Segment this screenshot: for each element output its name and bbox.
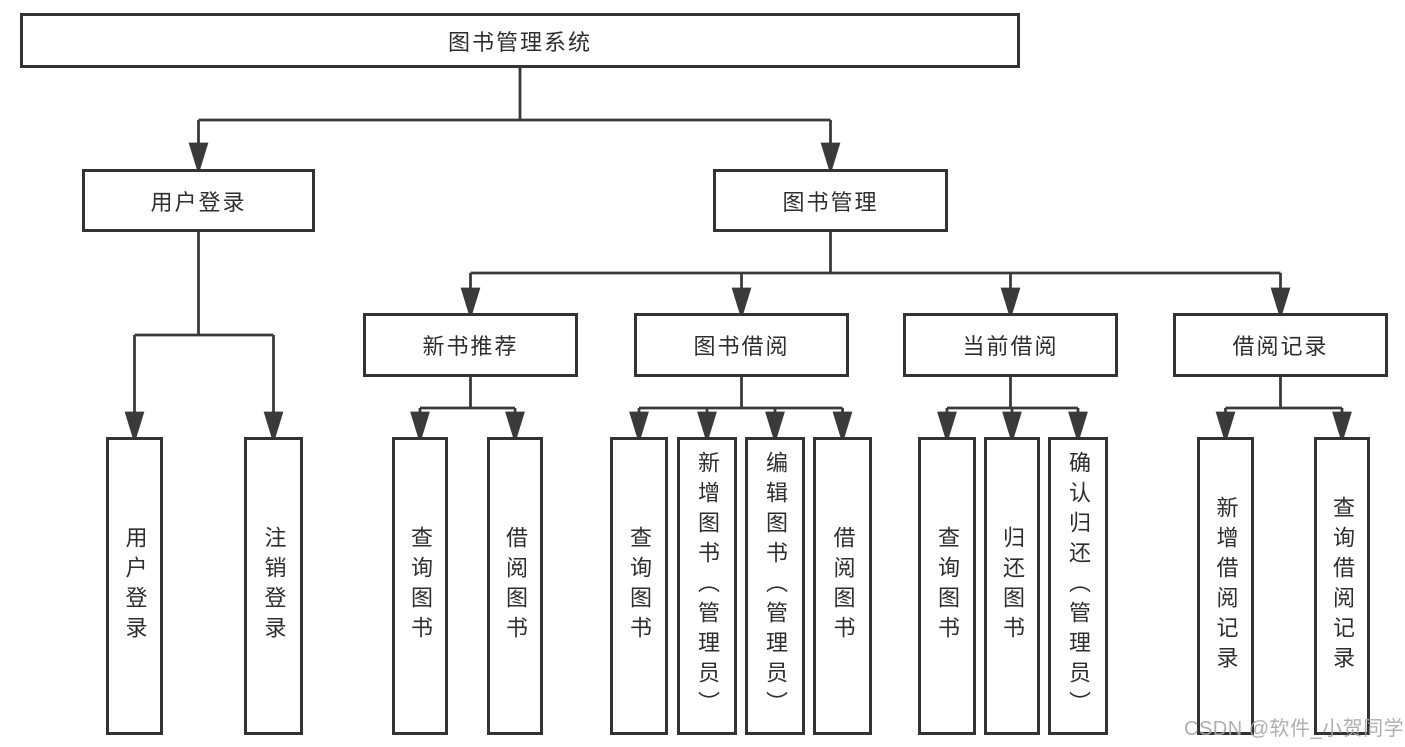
node-label: 注销登录 <box>261 526 287 646</box>
node-current-borrowing: 当前借阅 <box>903 313 1118 377</box>
node-user-login: 用户登录 <box>82 169 315 232</box>
arrowhead-icon <box>697 411 717 444</box>
arrowhead-icon <box>765 411 785 444</box>
node-label: 归还图书 <box>1000 526 1025 646</box>
node-label: 确认归还（管理员） <box>1066 451 1091 721</box>
node-borrowing-records: 借阅记录 <box>1173 313 1388 377</box>
node-label: 图书管理 <box>782 189 879 215</box>
node-leaf-logout: 注销登录 <box>244 437 303 735</box>
csdn-watermark: CSDN @软件_小贺同学 <box>1184 718 1405 740</box>
node-leaf-add-books-admin: 新增图书（管理员） <box>677 437 737 735</box>
node-label: 新书推荐 <box>422 334 519 359</box>
node-label: 编辑图书（管理员） <box>763 451 788 721</box>
arrowhead-icon <box>263 411 284 444</box>
arrowhead-icon <box>1270 287 1291 320</box>
arrowhead-icon <box>1000 287 1021 320</box>
node-label: 用户登录 <box>150 189 247 215</box>
node-leaf-query-books-3: 查询图书 <box>918 437 976 735</box>
connector-root-to-level2 <box>188 68 841 175</box>
node-label: 用户登录 <box>122 526 148 646</box>
arrowhead-icon <box>1332 411 1352 444</box>
connector-borrow-records-to-leaves <box>1215 377 1352 444</box>
arrowhead-icon <box>124 411 145 444</box>
node-leaf-query-books-2: 查询图书 <box>610 437 668 735</box>
connector-book-borrow-to-leaves <box>629 377 853 444</box>
node-leaf-user-login: 用户登录 <box>106 437 163 735</box>
connector-book-mgmt-to-level3 <box>460 232 1291 320</box>
node-leaf-query-borrow-record: 查询借阅记录 <box>1314 437 1370 735</box>
node-leaf-query-books-1: 查询图书 <box>392 437 448 735</box>
node-leaf-confirm-return-admin: 确认归还（管理员） <box>1048 437 1108 735</box>
arrowhead-icon <box>1068 411 1088 444</box>
node-leaf-borrow-books-2: 借阅图书 <box>813 437 872 735</box>
arrowhead-icon <box>820 142 841 175</box>
connector-user-login-to-leaves <box>124 232 284 444</box>
arrowhead-icon <box>1002 411 1022 444</box>
node-label: 查询图书 <box>408 526 433 646</box>
node-book-borrowing: 图书借阅 <box>634 313 849 377</box>
node-root-system: 图书管理系统 <box>20 13 1020 68</box>
node-label: 查询图书 <box>627 526 652 646</box>
arrowhead-icon <box>460 287 481 320</box>
node-label: 新增借阅记录 <box>1213 496 1239 676</box>
node-label: 借阅图书 <box>503 526 528 646</box>
arrowhead-icon <box>832 411 853 444</box>
connector-current-borrow-to-leaves <box>937 377 1088 444</box>
node-leaf-borrow-books-1: 借阅图书 <box>487 437 543 735</box>
node-leaf-edit-books-admin: 编辑图书（管理员） <box>745 437 805 735</box>
node-leaf-return-books: 归还图书 <box>984 437 1040 735</box>
node-label: 借阅图书 <box>830 526 856 646</box>
arrowhead-icon <box>1215 411 1236 444</box>
arrowhead-icon <box>410 411 430 444</box>
node-label: 查询图书 <box>935 526 960 646</box>
arrowhead-icon <box>505 411 525 444</box>
node-label: 借阅记录 <box>1232 334 1329 359</box>
node-label: 新增图书（管理员） <box>695 451 720 721</box>
arrowhead-icon <box>188 142 209 175</box>
connector-new-book-rec-to-leaves <box>410 377 525 444</box>
node-new-book-recommend: 新书推荐 <box>363 313 578 377</box>
node-label: 图书借阅 <box>693 334 790 359</box>
arrowhead-icon <box>629 411 649 444</box>
arrowhead-icon <box>937 411 957 444</box>
node-label: 查询借阅记录 <box>1330 496 1355 676</box>
node-label: 当前借阅 <box>962 334 1059 359</box>
arrowhead-icon <box>731 287 752 320</box>
node-leaf-add-borrow-record: 新增借阅记录 <box>1197 437 1254 735</box>
node-book-management: 图书管理 <box>713 169 948 232</box>
node-label: 图书管理系统 <box>447 29 592 55</box>
